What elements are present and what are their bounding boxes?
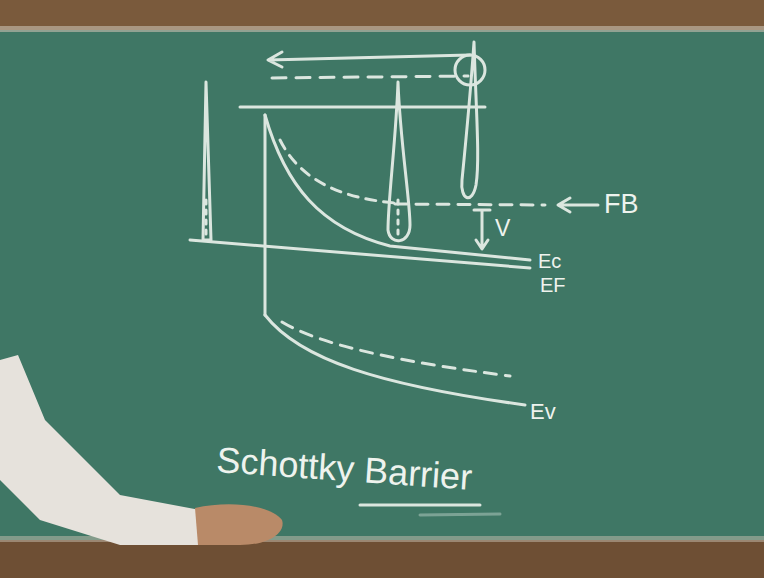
board-frame-top [0,0,764,30]
top-dashed-line [272,76,468,78]
title-underline-faint [420,514,500,515]
top-level-line [240,106,485,109]
top-arrow [268,52,470,67]
energy-level-label: Ev [530,400,556,424]
flat-band-dashed-line [395,204,545,205]
distribution-circle [455,55,485,85]
fb-arrow [558,198,598,212]
flat-band-label: FB [604,190,639,220]
spike-dots [205,200,208,236]
board-frame-edge [0,26,764,32]
voltage-bracket [474,210,490,249]
flat-band-dashed [280,140,395,203]
chalk-lines [190,42,598,515]
title-underline [360,504,480,507]
energy-level-label: Ec [538,250,561,272]
voltage-label: V [495,216,510,241]
metal-distribution-spike [203,82,211,240]
distribution-dots [397,200,400,236]
electron-distribution [388,82,410,241]
interface-line [264,115,267,315]
valence-band-curve [265,315,525,405]
energy-level-label: EF [540,274,566,296]
board-frame-bottom [0,540,764,578]
conduction-band-curve [265,115,530,260]
hand [195,504,283,545]
shifted-distribution [462,42,478,198]
valence-dashed [282,322,510,376]
shirt-sleeve [0,355,205,545]
